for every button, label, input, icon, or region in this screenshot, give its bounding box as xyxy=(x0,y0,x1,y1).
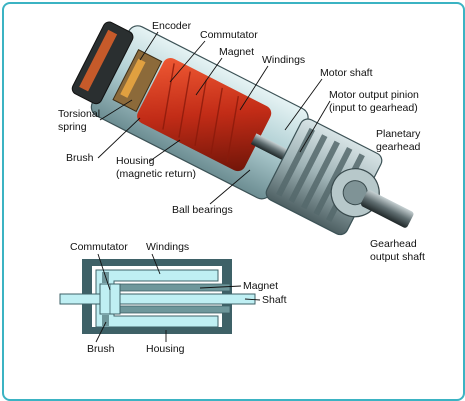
schematic-labels: Commutator Windings Magnet Shaft Brush H… xyxy=(70,241,287,355)
label-motor-shaft: Motor shaft xyxy=(320,67,373,79)
label-ball-bearings: Ball bearings xyxy=(172,204,233,216)
label-windings: Windings xyxy=(262,54,305,66)
label-torsional-line2: spring xyxy=(58,121,87,133)
schematic-label-shaft: Shaft xyxy=(262,294,287,306)
schematic-label-windings: Windings xyxy=(146,241,189,253)
label-pinion-line1: Motor output pinion xyxy=(329,89,419,101)
label-torsional-line1: Torsional xyxy=(58,108,100,120)
label-planetary-line2: gearhead xyxy=(376,141,421,153)
motor-illustration xyxy=(71,21,414,236)
label-commutator: Commutator xyxy=(200,29,258,41)
schematic-brush-bottom xyxy=(102,315,109,326)
label-housing-line2: (magnetic return) xyxy=(116,168,196,180)
label-brush: Brush xyxy=(66,152,94,164)
illustration-leader-lines xyxy=(97,31,331,205)
label-gearhead-shaft-line1: Gearhead xyxy=(370,238,417,250)
illustration-labels: Encoder Commutator Magnet Windings Motor… xyxy=(58,20,425,263)
gearhead-output-shaft xyxy=(361,190,414,228)
schematic-leader-lines xyxy=(95,253,261,343)
label-gearhead-shaft-line2: output shaft xyxy=(370,251,425,263)
schematic-label-commutator: Commutator xyxy=(70,241,128,253)
schematic-label-brush: Brush xyxy=(87,343,115,355)
schematic-label-magnet: Magnet xyxy=(243,280,278,292)
label-encoder: Encoder xyxy=(152,20,192,32)
schematic-label-housing: Housing xyxy=(146,343,185,355)
schematic-cross-section xyxy=(59,259,256,334)
label-magnet: Magnet xyxy=(219,46,254,58)
label-planetary-line1: Planetary xyxy=(376,128,421,140)
label-pinion-line2: (input to gearhead) xyxy=(329,102,418,114)
schematic-shaft xyxy=(59,293,256,305)
label-housing-line1: Housing xyxy=(116,155,155,167)
